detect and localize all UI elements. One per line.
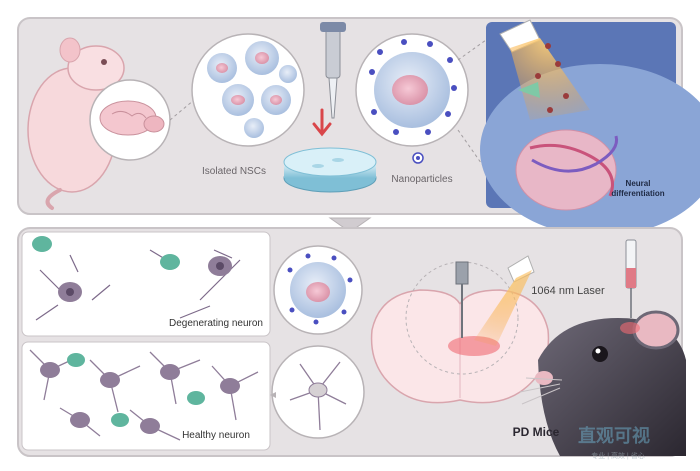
- nanoparticles-label: Nanoparticles: [391, 174, 452, 185]
- degenerating-neuron: [58, 282, 82, 302]
- healthy-neuron: [70, 412, 90, 428]
- nanoparticle-dots: [287, 253, 353, 325]
- healthy-neuron-label: Healthy neuron: [182, 430, 250, 441]
- neural-differentiation-panel: Neural differentiation: [480, 19, 700, 236]
- svg-text:直观可视: 直观可视: [578, 425, 650, 446]
- transplanted-cell-circle: [273, 245, 363, 335]
- nsc-cell: [261, 85, 291, 115]
- injection-needle-icon: [455, 261, 469, 338]
- molecule-dots: [535, 43, 569, 113]
- panel-transition-arrow: [328, 217, 372, 233]
- laser-icon: [499, 19, 590, 120]
- nanoparticle-dots: [369, 39, 457, 135]
- isolated-nscs-label: Isolated NSCs: [202, 166, 266, 177]
- glia-cell: [187, 391, 205, 405]
- syringe-icon: [625, 239, 637, 318]
- glia-cell: [32, 236, 52, 252]
- nanoparticle-cell-circle: Nanoparticles: [355, 33, 469, 185]
- down-arrow: [312, 108, 332, 137]
- degenerating-neuron-fragments: [35, 249, 241, 321]
- nsc-cell: [207, 53, 237, 83]
- petri-dish-icon: [283, 147, 377, 193]
- glia-cell: [111, 413, 129, 427]
- neural-differentiation-label-line1: Neural: [626, 179, 651, 188]
- isolated-nscs-circle: Isolated NSCs: [191, 33, 305, 177]
- neural-differentiation-label-line2: differentiation: [611, 189, 664, 198]
- healthy-neuron: [40, 362, 60, 378]
- healthy-neuron: [100, 372, 120, 388]
- degenerating-neuron-box: Degenerating neuron: [21, 231, 271, 337]
- watermark-logo: 直观可视 专业 | 高效 | 省心: [578, 425, 650, 460]
- healthy-neuron: [160, 364, 180, 380]
- degenerating-neuron-label: Degenerating neuron: [169, 318, 263, 329]
- nanoparticle-icon: [412, 152, 424, 164]
- laser-wavelength-label: 1064 nm Laser: [531, 285, 605, 297]
- glia-cell: [67, 353, 85, 367]
- differentiated-neuron-circle: [271, 345, 365, 439]
- pd-mouse-illustration: [519, 310, 686, 456]
- degenerating-neuron: [208, 256, 232, 276]
- pd-mice-label: PD Mice: [513, 425, 560, 439]
- healthy-neuron-box: Healthy neuron: [21, 341, 271, 451]
- laser-icon: [474, 255, 535, 346]
- nsc-cell: [244, 118, 264, 138]
- bottom-panel: Degenerating neuron Healthy neuron: [17, 227, 686, 457]
- svg-text:专业 | 高效 | 省心: 专业 | 高效 | 省心: [591, 451, 644, 460]
- nsc-cell: [245, 41, 279, 75]
- healthy-neuron: [220, 378, 240, 394]
- brain-callout: [89, 79, 201, 161]
- top-panel: Isolated NSCs: [17, 17, 700, 236]
- nsc-cell: [222, 84, 254, 116]
- glia-cell: [160, 254, 180, 270]
- healthy-neuron: [140, 418, 160, 434]
- nsc-cell: [279, 65, 297, 83]
- pipette-icon: [320, 22, 346, 119]
